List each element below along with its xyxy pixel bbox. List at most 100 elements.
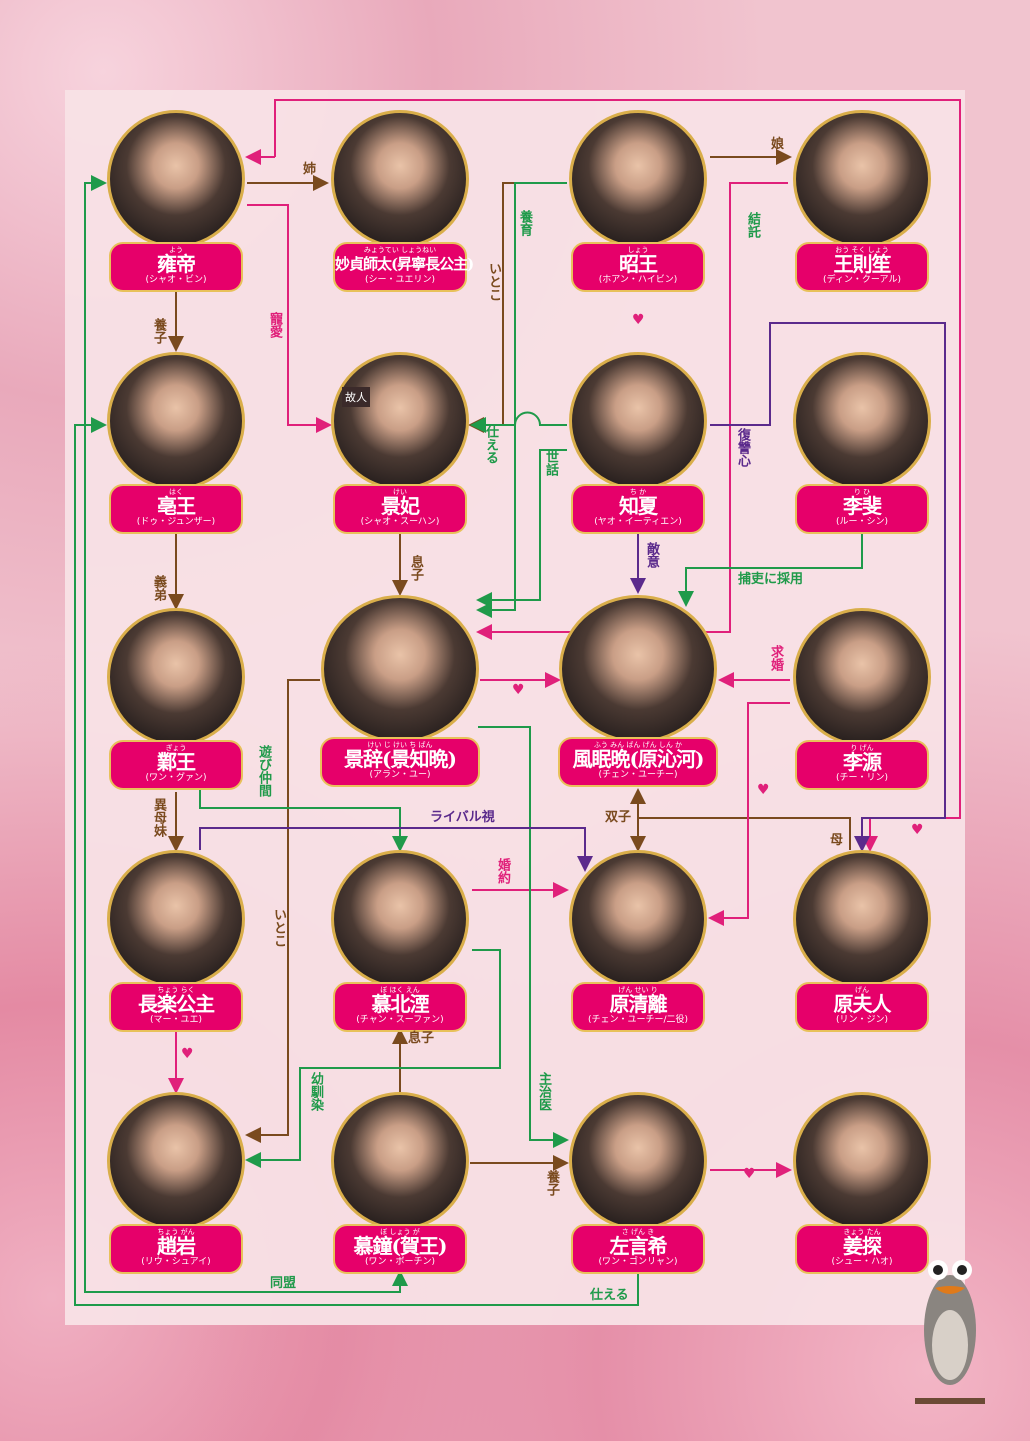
rel-rival: ライバル視 [430,810,495,825]
portrait [793,352,931,490]
name-plate: り げん李源(チー・リン) [795,740,929,790]
character-zuoyanxi[interactable]: さ げん き左言希(ワン・ゴンリャン) [563,1092,713,1274]
character-yongdi[interactable]: よう雍帝(シャオ・ビン) [101,110,251,292]
rel-itoko2: いとこ [271,908,286,947]
rel-musuko1: 息子 [408,555,423,581]
character-yuanfuren[interactable]: げん原夫人(リン・ジン) [787,850,937,1032]
name-plate: けい景妃(シャオ・スーハン) [333,484,467,534]
rel-ibomai: 異母妹 [151,798,166,837]
portrait [321,595,479,743]
name-plate: り ひ李斐(ルー・シン) [795,484,929,534]
line-choai [247,204,332,433]
portrait [107,352,245,490]
character-yuanqingli[interactable]: げん せい り原清離(チェン・ユーチー/二役) [563,850,713,1032]
heart-icon: ♥ [512,682,525,698]
character-lifei[interactable]: り ひ李斐(ルー・シン) [787,352,937,534]
name-plate: ち か知夏(ヤオ・イーティエン) [571,484,705,534]
rel-konyaku: 婚約 [495,858,510,884]
name-plate: ふう みん ばん げん しん か風眠晩(原沁河)(チェン・ユーチー) [558,737,718,787]
rel-musuko2: 息子 [408,1031,435,1046]
name-plate: ぼ ほく えん慕北湮(チャン・スーファン) [333,982,467,1032]
portrait [331,850,469,988]
line-shujii [478,726,569,1148]
character-jiangtan[interactable]: きょう たん姜探(シュー・ハオ) [787,1092,937,1274]
character-wangzesheng[interactable]: おう そく しょう王則笙(ディン・クーアル) [787,110,937,292]
character-zhaoyan[interactable]: ちょう がん趙岩(リウ・シュアイ) [101,1092,251,1274]
character-yewang[interactable]: ぎょう鄴王(ワン・グァン) [101,608,251,790]
character-fengmianwan[interactable]: ふう みん ばん げん しん か風眠晩(原沁河)(チェン・ユーチー) [556,595,720,787]
character-jingfei[interactable]: 故人けい景妃(シャオ・スーハン) [325,352,475,534]
name-plate: げん原夫人(リン・ジン) [795,982,929,1032]
character-miaozhen[interactable]: みょうてい しょうねい妙貞師太(昇寧長公主)(シー・ユエリン) [325,110,475,292]
name-plate: はく亳王(ドゥ・ジュンザー) [109,484,243,534]
portrait [331,1092,469,1230]
line-asobi [199,790,408,852]
rel-kettaku: 結託 [745,212,760,238]
heart-icon: ♥ [757,782,770,798]
portrait [569,1092,707,1230]
rel-sewa: 世話 [543,450,558,476]
heart-icon: ♥ [911,822,924,838]
line-rival [199,827,593,872]
rel-hori: 捕吏に採用 [738,572,804,587]
deceased-badge: 故人 [342,387,370,407]
portrait [107,850,245,988]
heart-icon: ♥ [181,1046,194,1062]
rel-osananajimi: 幼馴染 [308,1072,323,1111]
name-plate: ちょう がん趙岩(リウ・シュアイ) [109,1224,243,1274]
rel-musume: 娘 [771,137,785,152]
rel-futago: 双子 [605,810,632,825]
line-love-liyuan [708,702,790,926]
line-hori [678,532,863,607]
portrait [793,110,931,248]
character-liyuan[interactable]: り げん李源(チー・リン) [787,608,937,790]
portrait [107,1092,245,1230]
character-changle[interactable]: ちょう らく長楽公主(マー・ユエ) [101,850,251,1032]
portrait [793,608,931,746]
rel-itoko1: いとこ [486,262,501,301]
portrait [107,110,245,248]
name-plate: きょう たん姜探(シュー・ハオ) [795,1224,929,1274]
line-itoko2 [245,679,320,1143]
character-zhaowang[interactable]: しょう昭王(ホアン・ハイビン) [563,110,713,292]
name-plate: ぎょう鄴王(ワン・グァン) [109,740,243,790]
rel-tekii: 敵意 [644,542,659,568]
name-plate: おう そく しょう王則笙(ディン・クーアル) [795,242,929,292]
rel-tsukaeru2: 仕える [590,1288,629,1303]
character-muzhong[interactable]: ぼ しょう が慕鐘(賀王)(ワン・ボーチン) [325,1092,475,1274]
rel-yoshi2: 養子 [544,1170,559,1196]
owl-mascot-icon [915,1260,985,1404]
portrait [569,352,707,490]
name-plate: ぼ しょう が慕鐘(賀王)(ワン・ボーチン) [333,1224,467,1274]
rel-kyukon: 求婚 [768,645,783,671]
character-jingci[interactable]: けい じ けい ち ばん景辞(景知晩)(アラン・ユー) [318,595,482,787]
name-plate: さ げん き左言希(ワン・ゴンリャン) [571,1224,705,1274]
portrait [331,110,469,248]
character-bowang[interactable]: はく亳王(ドゥ・ジュンザー) [101,352,251,534]
line-love-yongdi [274,99,961,852]
rel-gitei: 義弟 [151,575,166,601]
rel-domei: 同盟 [270,1276,297,1291]
name-plate: みょうてい しょうねい妙貞師太(昇寧長公主)(シー・ユエリン) [333,242,474,292]
rel-asobi: 遊び仲間 [256,745,271,797]
portrait [793,850,931,988]
rel-yoshi1: 養子 [151,318,166,344]
heart-icon: ♥ [743,1166,756,1182]
name-plate: しょう昭王(ホアン・ハイビン) [571,242,705,292]
rel-ane: 姉 [303,162,317,177]
portrait [569,850,707,988]
rel-yoiku: 養育 [517,210,532,236]
rel-shujii: 主治医 [536,1072,551,1111]
portrait [107,608,245,746]
line-osananajimi [245,949,501,1168]
name-plate: げん せい り原清離(チェン・ユーチー/二役) [571,982,705,1032]
character-zhixia[interactable]: ち か知夏(ヤオ・イーティエン) [563,352,713,534]
character-mubeiyan[interactable]: ぼ ほく えん慕北湮(チャン・スーファン) [325,850,475,1032]
line-tsukaeru1 [470,411,567,433]
line-haha [638,817,851,850]
rel-tsukaeru1: 仕える [483,425,498,464]
rel-haha: 母 [830,833,844,848]
portrait [793,1092,931,1230]
name-plate: けい じ けい ち ばん景辞(景知晩)(アラン・ユー) [320,737,480,787]
